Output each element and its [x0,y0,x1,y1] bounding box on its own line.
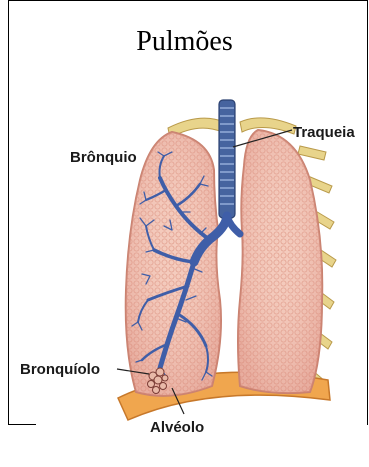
left-side-lung [126,132,221,396]
label-trachea: Traqueia [293,124,355,141]
label-bronchiole: Bronquíolo [20,361,100,378]
label-bronchus: Brônquio [70,149,137,166]
right-side-lung [238,130,322,393]
trachea [219,100,235,218]
label-alveolus: Alvéolo [150,419,204,436]
